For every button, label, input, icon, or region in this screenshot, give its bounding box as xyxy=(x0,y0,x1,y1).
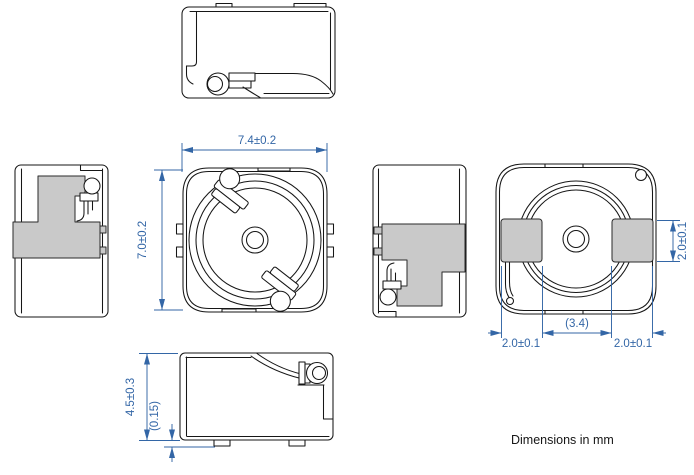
dim-label-component-height: 4.5±0.3 xyxy=(125,378,137,416)
dim-label-pad-width-left: 2.0±0.1 xyxy=(502,338,540,350)
wire-nub xyxy=(634,168,648,182)
drawing-units-note: Dimensions in mm xyxy=(511,433,614,447)
wire-end-right-view xyxy=(379,288,397,306)
dimension-annotations: 7.4±0.2 7.0±0.2 2.0±0.1 (3.4) 2.0±0.1 2.… xyxy=(125,135,689,462)
wire-clamp-bottom-right xyxy=(261,266,299,312)
wire-end-elevation xyxy=(305,361,329,385)
core-center-hole xyxy=(241,226,269,254)
wire-end-top-view xyxy=(206,72,230,96)
dim-label-body-depth: 7.0±0.2 xyxy=(137,221,149,259)
bottom-face-view xyxy=(495,163,657,315)
mounting-foot-right xyxy=(288,439,306,447)
dim-label-body-width: 7.4±0.2 xyxy=(238,135,276,147)
core-winding-outline xyxy=(188,173,322,307)
terminal-metal-right-view xyxy=(381,223,466,307)
right-side-view xyxy=(372,164,467,318)
wire-clamp-top-left xyxy=(211,168,249,214)
dim-label-pad-gap: (3.4) xyxy=(565,318,589,330)
top-view xyxy=(181,2,336,99)
core-center-hole-bottom xyxy=(562,225,590,253)
wire-end-left-view xyxy=(83,177,101,195)
dim-label-pad-width-right: 2.0±0.1 xyxy=(614,338,652,350)
side-elevation-view xyxy=(179,352,334,447)
front-view xyxy=(175,167,335,313)
dim-label-standoff-height: (0.15) xyxy=(149,401,161,431)
dim-label-pad-height: 2.0±0.1 xyxy=(677,222,689,260)
mounting-foot-left xyxy=(213,439,231,447)
left-side-view xyxy=(12,164,109,318)
terminal-pad-left xyxy=(500,218,543,263)
terminal-pad-right xyxy=(611,218,654,263)
